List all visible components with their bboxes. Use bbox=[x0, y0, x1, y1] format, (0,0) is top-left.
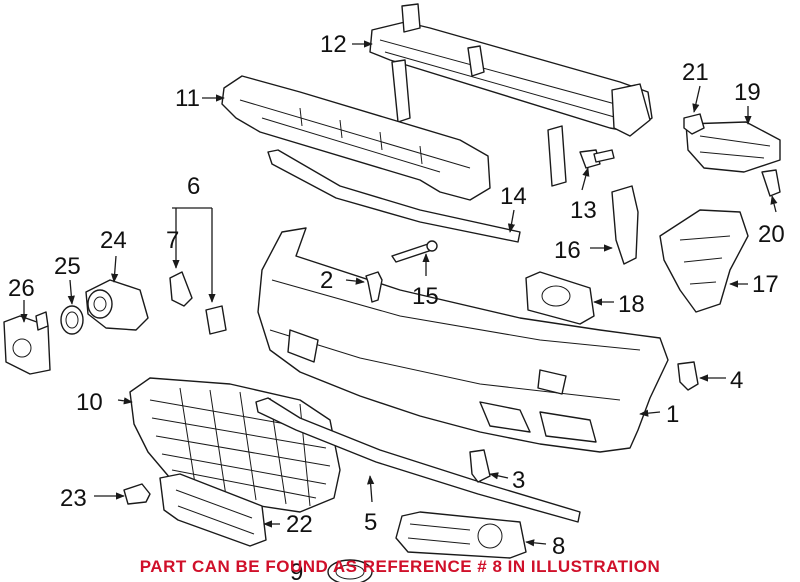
callout-14: 14 bbox=[500, 183, 527, 210]
callout-23: 23 bbox=[60, 485, 87, 512]
callout-25: 25 bbox=[54, 253, 81, 280]
callout-4: 4 bbox=[730, 367, 743, 394]
callout-17: 17 bbox=[752, 271, 779, 298]
part-8-fog-grille bbox=[395, 511, 527, 559]
part-3-clip bbox=[469, 449, 491, 483]
part-22-plate-bracket bbox=[159, 473, 267, 547]
part-19-guide-bracket bbox=[685, 121, 781, 173]
callout-20: 20 bbox=[758, 221, 785, 248]
callout-11: 11 bbox=[175, 85, 200, 112]
callout-13: 13 bbox=[570, 197, 597, 224]
part-9-ring bbox=[327, 559, 373, 582]
callout-1: 1 bbox=[666, 401, 679, 428]
callout-21: 21 bbox=[682, 59, 709, 86]
callout-15: 15 bbox=[412, 283, 439, 310]
part-21-clip bbox=[683, 113, 705, 135]
callout-12: 12 bbox=[320, 31, 347, 58]
callout-7: 7 bbox=[166, 227, 179, 254]
part-15-pin bbox=[391, 240, 438, 263]
callout-18: 18 bbox=[618, 291, 645, 318]
callout-numbers: 12 11 6 7 14 2 15 13 16 17 18 21 19 20 4… bbox=[8, 31, 785, 582]
part-11-energy-absorber bbox=[221, 75, 491, 201]
part-12-reinforcement-bar bbox=[369, 3, 653, 187]
part-7-bracket bbox=[169, 271, 193, 307]
part-24-park-sensor bbox=[85, 279, 149, 331]
part-16-bracket bbox=[611, 185, 639, 265]
part-5-lower-trim bbox=[255, 397, 581, 523]
part-2-screw bbox=[365, 271, 383, 303]
part-13-bolt bbox=[579, 149, 615, 169]
part-18-fog-lamp bbox=[525, 271, 595, 325]
part-26-sensor-bracket bbox=[3, 311, 51, 375]
callout-19: 19 bbox=[734, 79, 761, 106]
callout-10: 10 bbox=[76, 389, 103, 416]
callout-9: 9 bbox=[290, 559, 303, 582]
callout-6: 6 bbox=[187, 173, 200, 200]
reference-footnote: PART CAN BE FOUND AS REFERENCE # 8 IN IL… bbox=[140, 557, 661, 576]
callout-26: 26 bbox=[8, 275, 35, 302]
callout-16: 16 bbox=[554, 237, 581, 264]
callout-5: 5 bbox=[364, 509, 377, 536]
callout-8: 8 bbox=[552, 533, 565, 560]
callout-24: 24 bbox=[100, 227, 127, 254]
part-20-screw bbox=[761, 169, 781, 197]
part-4-clip bbox=[677, 361, 699, 391]
part-14-upper-strip bbox=[267, 149, 521, 243]
part-23-rivet bbox=[123, 483, 151, 505]
callout-2: 2 bbox=[320, 267, 333, 294]
part-25-sensor-ring bbox=[60, 305, 84, 335]
callout-22: 22 bbox=[286, 511, 313, 538]
callout-3: 3 bbox=[512, 467, 525, 494]
part-17-side-bracket bbox=[659, 209, 749, 313]
leader-lines bbox=[20, 40, 778, 547]
part-6-tow-cap bbox=[205, 305, 227, 335]
